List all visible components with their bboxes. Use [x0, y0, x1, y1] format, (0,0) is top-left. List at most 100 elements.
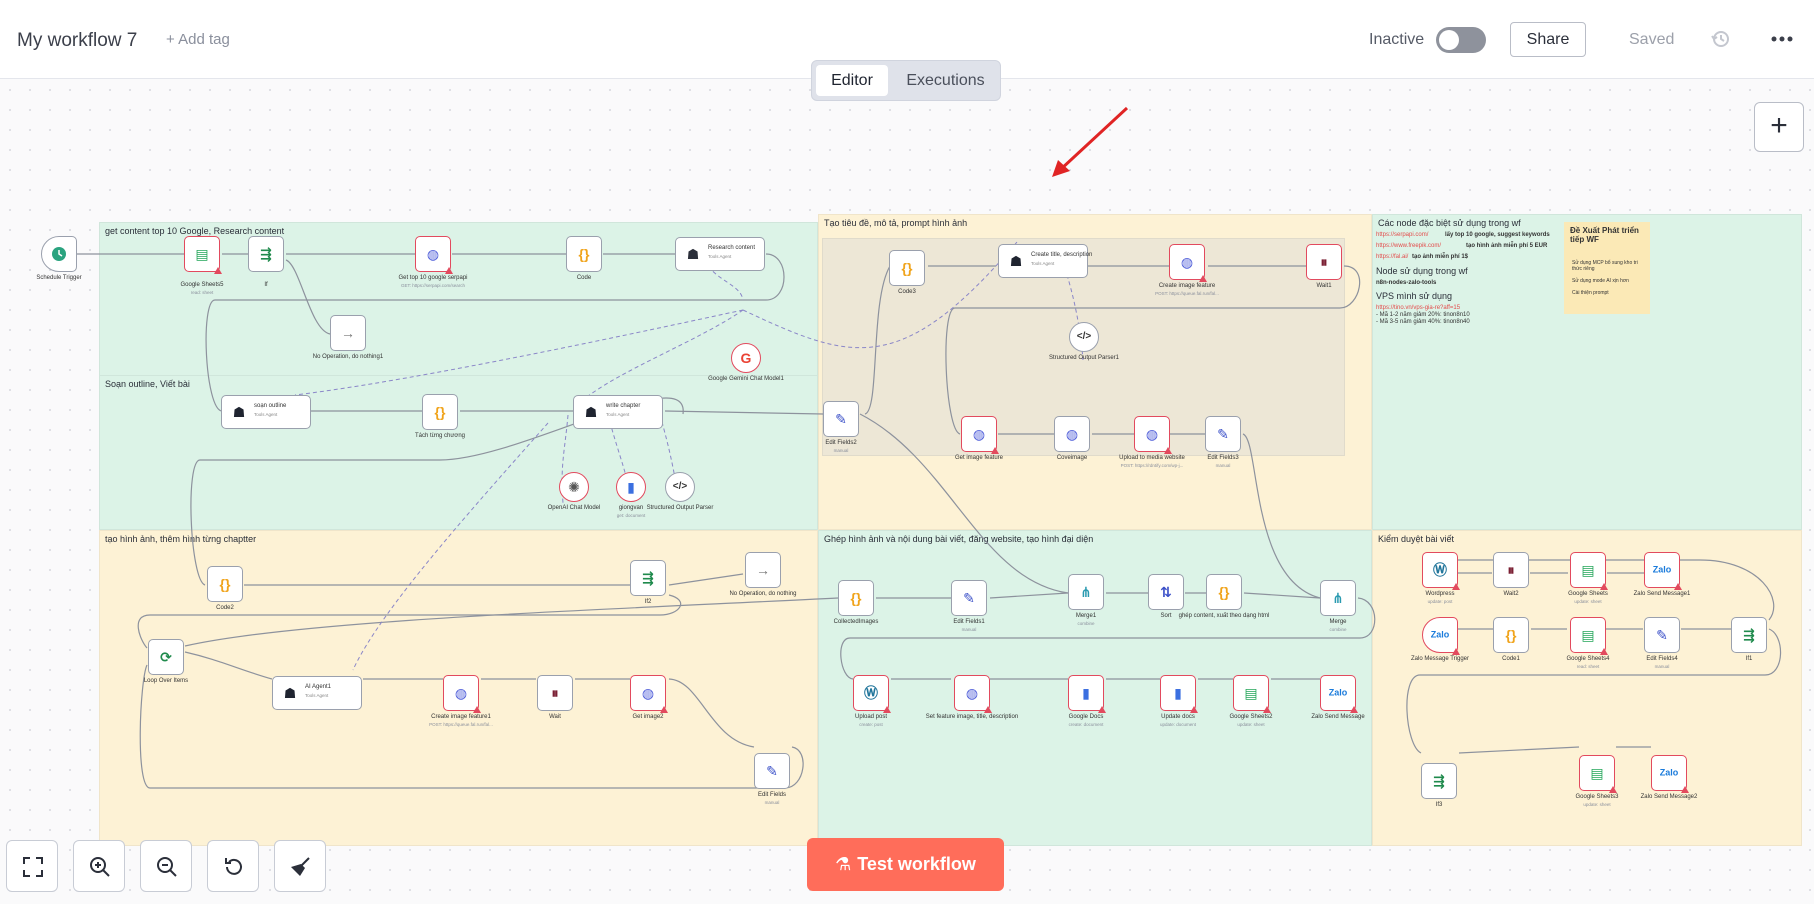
get-image2-node[interactable]: ◍ [630, 675, 668, 713]
gemini-chat-model-node[interactable]: G [731, 343, 761, 373]
zoom-out-button[interactable] [140, 840, 192, 892]
google-sheets2-node[interactable]: ▤ [1233, 675, 1271, 713]
zalo-send-node[interactable]: Zalo [1320, 675, 1358, 713]
status-label: Inactive [1369, 31, 1425, 48]
node-label: Edit Fields4 [1646, 656, 1678, 662]
share-button[interactable]: Share [1510, 22, 1586, 57]
edit-fields2-node[interactable]: ✎ [823, 401, 859, 437]
tidy-up-button[interactable] [274, 840, 326, 892]
zalo-trigger-node[interactable]: Zalo [1422, 617, 1460, 655]
zalo-send1-node[interactable]: Zalo [1644, 552, 1682, 590]
edit-fields1-node[interactable]: ✎ [951, 580, 987, 616]
wait-node[interactable]: ⏸ [537, 675, 573, 711]
tab-editor[interactable]: Editor [816, 65, 888, 96]
node-label: Create image feature1 [431, 714, 491, 720]
note-link[interactable]: https://fal.ai/ [1376, 254, 1409, 260]
merge-node[interactable]: ⋔ [1320, 580, 1356, 616]
code1-node[interactable]: {} [1493, 617, 1529, 653]
warning-icon [1609, 786, 1617, 793]
get-image-feature-node[interactable]: ◍ [961, 416, 999, 454]
noop1-node[interactable]: → [330, 315, 366, 351]
code-node[interactable]: {} [566, 236, 602, 272]
test-workflow-button[interactable]: ⚗Test workflow [807, 838, 1004, 891]
group-outline[interactable]: Soạn outline, Viết bài [99, 375, 818, 530]
code2-node[interactable]: {} [207, 566, 243, 602]
merge1-node[interactable]: ⋔ [1068, 574, 1104, 610]
if1-node[interactable]: ⇶ [1731, 617, 1767, 653]
pause-icon: ⏸ [1507, 562, 1515, 578]
create-image-feature1-node[interactable]: ◍ [443, 675, 481, 713]
more-options-icon[interactable] [1768, 28, 1796, 50]
google-sheets4-node[interactable]: ▤ [1570, 617, 1608, 655]
note-link[interactable]: https://www.freepik.com/ [1376, 243, 1442, 249]
code3-node[interactable]: {} [889, 250, 925, 286]
node-label: Zalo Send Message2 [1640, 794, 1698, 800]
if-node[interactable]: ⇶ [248, 236, 284, 272]
if3-node[interactable]: ⇶ [1421, 763, 1457, 799]
suggestion-note[interactable]: Đề Xuất Phát triển tiếp WF Sử dụng MCP b… [1564, 222, 1650, 314]
workflow-name[interactable]: My workflow 7 [17, 30, 138, 51]
node-label: No Operation, do nothing [729, 591, 797, 597]
node-subtitle: update: document [1159, 722, 1197, 727]
update-docs-node[interactable]: ▮ [1160, 675, 1198, 713]
upload-media-node[interactable]: ◍ [1134, 416, 1172, 454]
suggestion-item: Cài thiện prompt [1572, 290, 1609, 296]
node-label: Sort [1160, 613, 1172, 619]
reset-zoom-button[interactable] [207, 840, 259, 892]
code-icon: </> [1076, 331, 1092, 342]
note-link[interactable]: https://tino.vn/vps-gia-re?aff=15 [1376, 305, 1461, 311]
add-tag-button[interactable]: + Add tag [166, 31, 230, 48]
add-node-button[interactable]: + [1754, 102, 1804, 152]
structured-parser-node[interactable]: </> [665, 472, 695, 502]
group-title: Kiểm duyệt bài viết [1378, 534, 1455, 544]
serpapi-node[interactable]: ◍ [415, 236, 453, 274]
robot-icon: ☗ [584, 404, 598, 420]
noop-node[interactable]: → [745, 552, 781, 588]
loop-over-items-node[interactable]: ⟳ [148, 639, 184, 675]
node-subtitle: manual [1654, 664, 1670, 669]
collected-images-node[interactable]: {} [838, 580, 874, 616]
upload-post-node[interactable]: Ⓦ [853, 675, 891, 713]
code-braces-icon: {} [850, 590, 862, 606]
google-docs-node[interactable]: ▮ [1068, 675, 1106, 713]
edit-fields4-node[interactable]: ✎ [1644, 617, 1680, 653]
google-sheets-node[interactable]: ▤ [1570, 552, 1608, 590]
openai-chat-model-node[interactable]: ✺ [559, 472, 589, 502]
warning-icon [660, 706, 668, 713]
node-label: Wait1 [1316, 283, 1332, 289]
warning-icon [1452, 648, 1460, 655]
toggle-knob [1439, 30, 1459, 50]
history-icon[interactable] [1709, 28, 1731, 50]
wait1-node[interactable]: ⏸ [1306, 244, 1342, 280]
structured-parser1-node[interactable]: </> [1069, 322, 1099, 352]
create-image-feature-node[interactable]: ◍ [1169, 244, 1207, 282]
set-feature-image-node[interactable]: ◍ [954, 675, 992, 713]
edit-fields3-node[interactable]: ✎ [1205, 416, 1241, 452]
edit-fields-node[interactable]: ✎ [754, 753, 790, 789]
zoom-in-button[interactable] [73, 840, 125, 892]
split-chapters-node[interactable]: {} [422, 394, 458, 430]
wait2-node[interactable]: ⏸ [1493, 552, 1529, 588]
zoom-to-fit-button[interactable] [6, 840, 58, 892]
zalo-send2-node[interactable]: Zalo [1651, 755, 1689, 793]
google-sheets5-node[interactable]: ▤ [184, 236, 222, 274]
ghep-content-node[interactable]: {} [1206, 574, 1242, 610]
if2-node[interactable]: ⇶ [630, 560, 666, 596]
warning-icon [883, 706, 891, 713]
schedule-trigger-node[interactable] [41, 236, 77, 272]
google-sheets3-node[interactable]: ▤ [1579, 755, 1617, 793]
node-subtitle: POST: https://queue.fal.run/fal... [429, 722, 493, 727]
sort-node[interactable]: ⇅ [1148, 574, 1184, 610]
giongvan-node[interactable]: ▮ [616, 472, 646, 502]
note-link[interactable]: https://serpapi.com/ [1376, 232, 1429, 238]
node-label: CollectedImages [833, 619, 879, 625]
active-toggle[interactable] [1436, 27, 1486, 53]
wordpress-node[interactable]: Ⓦ [1422, 552, 1460, 590]
tab-executions[interactable]: Executions [906, 72, 985, 89]
coveimage-node[interactable]: ◍ [1054, 416, 1090, 452]
